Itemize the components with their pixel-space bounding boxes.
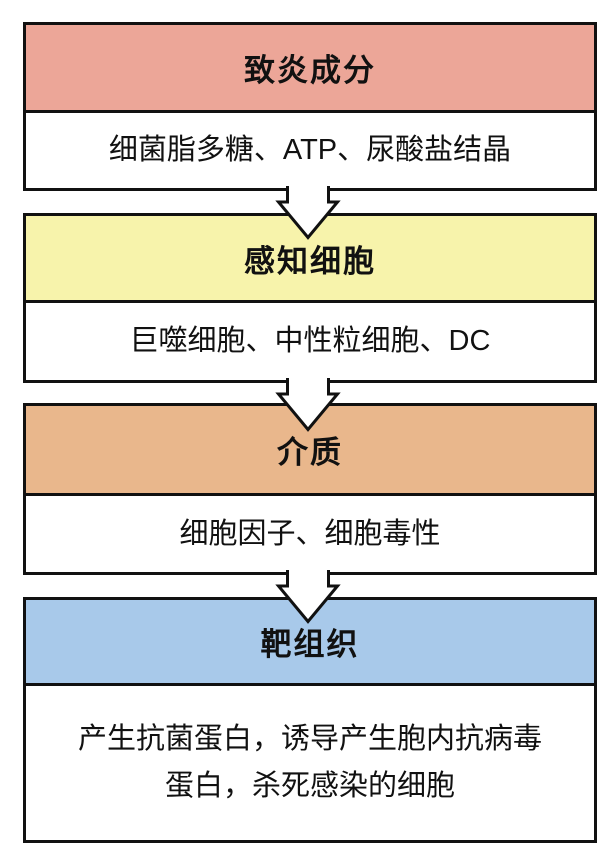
block-body: 产生抗菌蛋白，诱导产生胞内抗病毒蛋白，杀死感染的细胞: [26, 686, 594, 840]
block-body: 细胞因子、细胞毒性: [26, 496, 594, 572]
block-body: 细菌脂多糖、ATP、尿酸盐结晶: [26, 113, 594, 188]
block-body-text: 巨噬细胞、中性粒细胞、DC: [129, 325, 491, 358]
block-body-text: 产生抗菌蛋白，诱导产生胞内抗病毒蛋白，杀死感染的细胞: [77, 723, 542, 802]
down-arrow-icon: [275, 570, 341, 624]
block-body-text: 细菌脂多糖、ATP、尿酸盐结晶: [108, 134, 512, 167]
block-header: 致炎成分: [26, 25, 594, 113]
down-arrow-icon: [275, 186, 341, 240]
block-body: 巨噬细胞、中性粒细胞、DC: [26, 303, 594, 380]
block-header: 介质: [26, 406, 594, 496]
flow-block-inflammatory-components: 致炎成分 细菌脂多糖、ATP、尿酸盐结晶: [23, 22, 597, 191]
down-arrow-icon: [275, 378, 341, 432]
block-body-text: 细胞因子、细胞毒性: [179, 517, 441, 550]
flow-block-target-tissue: 靶组织 产生抗菌蛋白，诱导产生胞内抗病毒蛋白，杀死感染的细胞: [23, 597, 597, 843]
